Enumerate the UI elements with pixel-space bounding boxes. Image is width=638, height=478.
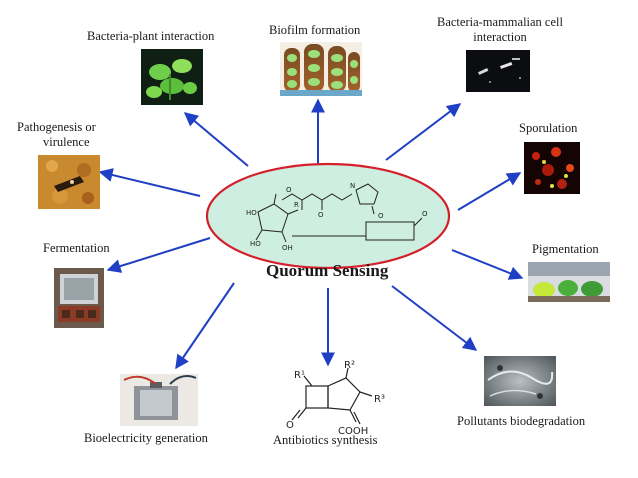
fermenter-image <box>54 268 104 328</box>
arrow-pigmentation <box>451 249 524 280</box>
arrow-pathogenesis <box>98 168 201 197</box>
label-pathogenesis: Pathogenesis or virulence <box>17 120 96 150</box>
chem-oh-label: OH <box>282 244 293 252</box>
arrow-mammalian <box>385 103 462 161</box>
arrows <box>98 98 524 370</box>
chem-o-label-4: O <box>422 210 428 218</box>
chem-ho-label-2: HO <box>250 240 261 248</box>
label-antibiotics: Antibiotics synthesis <box>273 433 378 447</box>
arrow-bacteria-plant <box>183 112 249 167</box>
label-mammalian-line1: Bacteria-mammalian cell <box>437 15 563 29</box>
r1-label: R¹ <box>294 370 305 381</box>
label-pathogenesis-line1: Pathogenesis or <box>17 120 96 134</box>
o-label: O <box>286 420 294 431</box>
chem-o-label: O <box>286 186 292 194</box>
r2-label: R² <box>344 360 355 371</box>
arrow-bioelectricity <box>175 282 235 370</box>
label-pigmentation: Pigmentation <box>532 242 599 256</box>
carbapenem-structure <box>291 367 373 425</box>
arrow-sporulation <box>457 172 522 211</box>
chem-o-label-2: O <box>318 211 324 219</box>
label-pathogenesis-line2: virulence <box>43 135 90 149</box>
chem-ho-label: HO <box>246 209 257 217</box>
r3-label: R³ <box>374 394 385 405</box>
label-sporulation: Sporulation <box>519 121 578 135</box>
micrograph-image <box>466 50 530 92</box>
plant-leaves-image <box>141 49 203 105</box>
label-pollutants: Pollutants biodegradation <box>457 414 586 428</box>
pigmented-plates-image <box>528 262 610 302</box>
fluorescent-spores-image <box>524 142 580 194</box>
label-fermentation: Fermentation <box>43 241 110 255</box>
arrow-fermentation <box>106 237 211 273</box>
biofilm-image <box>280 42 362 96</box>
quorum-sensing-ellipse <box>205 162 451 270</box>
chem-r-label: R <box>294 201 299 209</box>
fuel-cell-image <box>120 374 198 426</box>
signal-molecules-structure <box>255 183 423 243</box>
center-title: Quorum Sensing <box>266 261 389 280</box>
label-biofilm: Biofilm formation <box>269 23 361 37</box>
chem-o-label-3: O <box>378 212 384 220</box>
chem-n-label: N <box>350 182 355 190</box>
infected-tissue-image <box>38 155 100 209</box>
label-bacteria-plant: Bacteria-plant interaction <box>87 29 215 43</box>
label-mammalian: Bacteria-mammalian cell interaction <box>425 15 575 45</box>
contaminated-soil-image <box>484 356 556 406</box>
arrow-pollutants <box>391 285 478 351</box>
cooh-label: COOH <box>338 426 368 437</box>
label-bioelectricity: Bioelectricity generation <box>84 431 208 445</box>
label-mammalian-line2: interaction <box>473 30 527 44</box>
